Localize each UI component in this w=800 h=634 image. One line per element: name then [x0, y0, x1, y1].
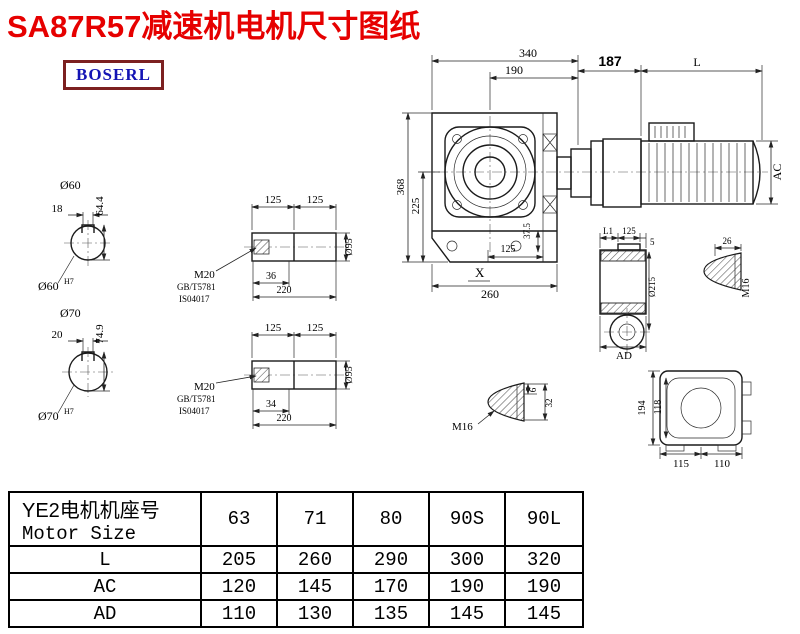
value-ad-63: 110: [200, 599, 278, 628]
plug-detail-bottom: 6 32 M16: [452, 382, 554, 433]
dim-rear-height: 194: [637, 401, 648, 416]
value-l-80: 290: [352, 545, 430, 574]
dim-main-width: 340: [519, 46, 537, 60]
dim-plugbottom-depth: 6: [528, 387, 538, 392]
value-l-71: 260: [276, 545, 354, 574]
dim-main-offset: 37.5: [522, 223, 532, 239]
table-row-ad: AD 110 130 135 145 145: [8, 599, 584, 628]
gearbox-side-view: L1 125 5 Ø215 AD: [599, 226, 657, 362]
dim-shaft2-seg1: 125: [265, 322, 282, 334]
dim-shaft2-total: 220: [277, 413, 292, 424]
table-header-row: YE2电机机座号 Motor Size 63 71 80 90S 90L: [8, 491, 584, 547]
label-shaft1-thread: M20: [194, 269, 215, 281]
value-ad-71: 130: [276, 599, 354, 628]
label-shaft1-std1: GB/T5781: [177, 282, 216, 292]
dim-shaft70-fit: Ø70: [38, 409, 59, 423]
dim-main-flange: 190: [505, 63, 523, 77]
dim-shaft60-dia: Ø60: [60, 178, 81, 192]
value-ac-90s: 190: [428, 572, 506, 601]
dim-side-dia: Ø215: [647, 277, 657, 297]
size-90s: 90S: [428, 491, 506, 547]
motor-rear-view: 194 118 115 110: [637, 370, 752, 470]
plug-detail-right: 26 M16: [703, 236, 752, 298]
output-shaft-detail-2: 125 125 M20 GB/T5781 IS04017 34 220 Ø95: [177, 322, 355, 429]
brand-logo: BOSERL: [63, 60, 164, 90]
dim-shaft70-keywidth: 20: [52, 329, 64, 341]
dim-side-width: AD: [616, 350, 632, 362]
label-shaft2-thread: M20: [194, 381, 215, 393]
row-label-ad: AD: [8, 599, 202, 628]
output-shaft-detail-1: 125 125 M20 GB/T5781 IS04017 36 220 Ø95: [177, 194, 355, 304]
size-63: 63: [200, 491, 278, 547]
label-plugright-thread: M16: [741, 279, 752, 298]
value-l-90s: 300: [428, 545, 506, 574]
value-ac-80: 170: [352, 572, 430, 601]
motor-side-view: 187 L AC: [556, 53, 784, 208]
table-row-ac: AC 120 145 170 190 190: [8, 572, 584, 601]
dim-motor-length: L: [693, 55, 700, 69]
size-90l: 90L: [504, 491, 584, 547]
label-plugbottom-thread: M16: [452, 421, 473, 433]
value-ad-90s: 145: [428, 599, 506, 628]
dim-shaft60-fit-tol: H7: [64, 277, 74, 286]
size-71: 71: [276, 491, 354, 547]
dim-shaft1-seg1: 125: [265, 194, 282, 206]
dim-shaft70-fit-tol: H7: [64, 407, 74, 416]
label-shaft2-std1: GB/T5781: [177, 394, 216, 404]
dim-shaft1-threadlen: 36: [266, 271, 276, 282]
row-label-l: L: [8, 545, 202, 574]
value-ad-80: 135: [352, 599, 430, 628]
dim-plugbottom-len: 32: [544, 399, 554, 408]
value-ac-63: 120: [200, 572, 278, 601]
dim-shaft70-keyheight: 74.9: [94, 324, 106, 344]
dim-rear-foot-right: 110: [714, 458, 731, 470]
dim-main-slot: 125: [501, 244, 516, 255]
table-header-cell: YE2电机机座号 Motor Size: [8, 491, 202, 547]
dim-plugright-len: 26: [723, 236, 733, 246]
dim-motor-adapter: 187: [598, 53, 622, 69]
gearbox-front-view: 340 190 368 225 37.5 125: [395, 46, 768, 301]
dim-side-gap: 5: [650, 237, 655, 247]
dim-shaft60-keywidth: 18: [52, 203, 64, 215]
dim-main-axis: 225: [410, 197, 422, 214]
dim-shaft60-fit: Ø60: [38, 279, 59, 293]
label-shaft2-std2: IS04017: [179, 406, 210, 416]
value-ac-71: 145: [276, 572, 354, 601]
dim-shaft2-threadlen: 34: [266, 399, 276, 410]
dim-shaft2-dia: Ø95: [344, 366, 355, 383]
value-ac-90l: 190: [504, 572, 584, 601]
value-l-90l: 320: [504, 545, 584, 574]
size-80: 80: [352, 491, 430, 547]
table-header-en: Motor Size: [22, 522, 137, 545]
dim-shaft1-dia: Ø95: [344, 238, 355, 255]
view-mark-x: X: [475, 265, 485, 280]
shaft60-section-view: Ø60 18 64.4 Ø60 H7: [38, 178, 112, 293]
dim-motor-height: AC: [770, 164, 784, 181]
label-shaft1-std2: IS04017: [179, 294, 210, 304]
dim-rear-foot-left: 115: [673, 458, 690, 470]
value-l-63: 205: [200, 545, 278, 574]
dim-main-height: 368: [395, 178, 407, 195]
dim-shaft1-seg2: 125: [307, 194, 324, 206]
dim-shaft70-dia: Ø70: [60, 306, 81, 320]
row-label-ac: AC: [8, 572, 202, 601]
dim-side-shaft: 125: [622, 226, 636, 236]
table-header-cn: YE2电机机座号: [22, 499, 160, 522]
dim-side-l1: L1: [603, 226, 613, 236]
dim-shaft2-seg2: 125: [307, 322, 324, 334]
dim-shaft1-total: 220: [277, 285, 292, 296]
value-ad-90l: 145: [504, 599, 584, 628]
page-title: SA87R57减速机电机尺寸图纸: [7, 9, 421, 44]
shaft70-section-view: Ø70 20 74.9 Ø70 H7: [38, 306, 114, 423]
dim-shaft60-keyheight: 64.4: [94, 196, 106, 216]
table-row-l: L 205 260 290 300 320: [8, 545, 584, 574]
dim-main-base: 260: [481, 287, 499, 301]
motor-size-table: YE2电机机座号 Motor Size 63 71 80 90S 90L L 2…: [8, 491, 584, 628]
dim-rear-inner: 118: [653, 400, 664, 415]
